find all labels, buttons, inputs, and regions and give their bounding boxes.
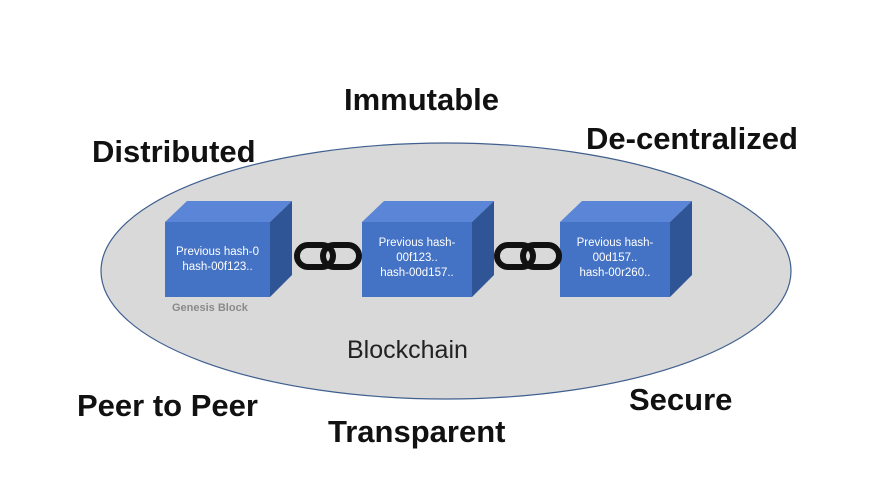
chain-link-icon [494,242,562,270]
block-genesis [165,201,292,297]
property-secure: Secure [629,382,733,417]
block-top-face [362,201,494,222]
property-peer-to-peer: Peer to Peer [77,388,258,423]
block-top-face [165,201,292,222]
property-immutable: Immutable [344,82,500,117]
block-line: hash-00d157.. [380,267,454,279]
block-line: hash-00r260.. [579,267,651,279]
block-front-face [362,222,472,297]
block-2-text: Previous hash- 00f123.. hash-00d157.. [362,236,472,281]
block-line: Previous hash- [378,237,456,249]
block-line: Previous hash- [576,237,654,249]
block-2 [362,201,494,297]
block-3 [560,201,692,297]
genesis-block-caption: Genesis Block [172,302,248,314]
block-side-face [670,201,692,297]
property-distributed: Distributed [92,134,256,169]
property-decentralized: De-centralized [586,121,798,156]
block-line: 00f123.. [396,252,438,264]
block-front-face [560,222,670,297]
block-3-text: Previous hash- 00d157.. hash-00r260.. [560,236,670,281]
property-transparent: Transparent [328,414,506,449]
block-line: hash-00f123.. [182,261,253,273]
block-line: Previous hash-0 [175,246,260,258]
block-front-face [165,222,270,297]
block-top-face [560,201,692,222]
blockchain-label: Blockchain [347,336,468,364]
block-side-face [472,201,494,297]
chain-link-icon [294,242,362,270]
block-line: 00d157.. [592,252,638,264]
block-side-face [270,201,292,297]
block-genesis-text: Previous hash-0 hash-00f123.. [165,245,270,275]
